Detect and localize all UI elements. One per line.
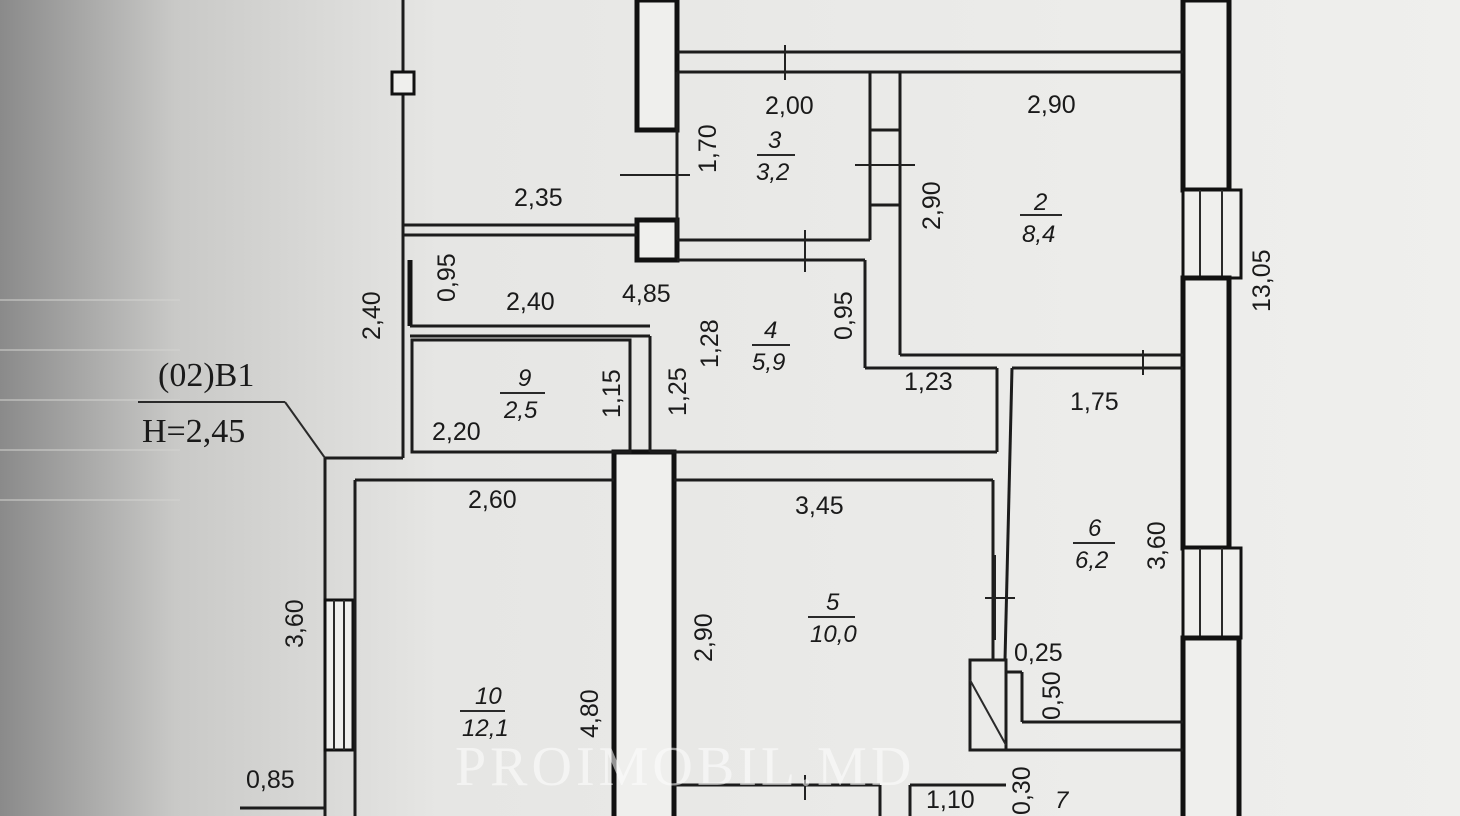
- dim-2-20: 2,20: [432, 418, 481, 446]
- exterior-wall-right-low: [1180, 635, 1242, 816]
- dim-4-80: 4,80: [576, 689, 604, 738]
- room-2-number: 2: [1033, 189, 1047, 216]
- exterior-wall-right: [1180, 0, 1232, 193]
- column-top: [634, 0, 680, 133]
- dim-2-90-top: 2,90: [1027, 91, 1076, 119]
- dim-4-85: 4,85: [622, 280, 671, 308]
- dim-2-40-horiz: 2,40: [506, 288, 555, 316]
- dim-1-25: 1,25: [664, 367, 692, 416]
- window-right-lower: [1181, 546, 1243, 640]
- dim-1-23: 1,23: [904, 368, 953, 396]
- dim-3-45: 3,45: [795, 492, 844, 520]
- room-3-number: 3: [768, 127, 782, 154]
- room-4-number: 4: [764, 317, 777, 344]
- level-code-label: (02)B1: [158, 357, 254, 394]
- exterior-wall-right-mid: [1180, 275, 1232, 551]
- dim-13-05: 13,05: [1248, 249, 1276, 312]
- room-9-outline: [410, 338, 632, 454]
- dim-1-10: 1,10: [926, 786, 975, 814]
- room-10-area: 12,1: [462, 715, 509, 742]
- dim-2-90-vert: 2,90: [918, 181, 946, 230]
- column-bottom: [611, 449, 677, 816]
- dim-2-90-lower: 2,90: [690, 613, 718, 662]
- room-2-area: 8,4: [1022, 221, 1055, 248]
- dim-1-15: 1,15: [598, 369, 626, 418]
- dim-2-00: 2,00: [765, 92, 814, 120]
- room-5-area: 10,0: [810, 621, 857, 648]
- column-mid: [634, 217, 680, 263]
- dim-1-75: 1,75: [1070, 388, 1119, 416]
- room-10-number: 10: [475, 683, 502, 710]
- room-4-area: 5,9: [752, 349, 785, 376]
- dim-1-70: 1,70: [694, 124, 722, 173]
- dim-2-35: 2,35: [514, 184, 563, 212]
- dim-2-40-vert: 2,40: [358, 291, 386, 340]
- dim-1-28: 1,28: [696, 319, 724, 368]
- shaft: [968, 658, 1008, 752]
- room-6-area: 6,2: [1075, 547, 1108, 574]
- dim-0-25: 0,25: [1014, 639, 1063, 667]
- dimension-labels: 2,00 1,70 2,90 2,90 2,35 0,95 4,85 2,40 …: [246, 91, 1276, 815]
- walls: [138, 0, 1243, 816]
- door-marks: [620, 45, 1144, 800]
- dim-0-95-right: 0,95: [830, 291, 858, 340]
- dim-2-60: 2,60: [468, 486, 517, 514]
- dim-0-85: 0,85: [246, 766, 295, 794]
- room-5-number: 5: [826, 589, 840, 616]
- watermark-text: PROIMOBIL.MD: [455, 736, 915, 798]
- room-3-area: 3,2: [756, 159, 789, 186]
- level-height-label: H=2,45: [142, 413, 245, 450]
- window-left: [323, 598, 355, 752]
- dim-3-60-right: 3,60: [1143, 521, 1171, 570]
- room-9-area: 2,5: [503, 397, 538, 424]
- dim-0-95-left: 0,95: [433, 253, 461, 302]
- dim-3-60-left: 3,60: [281, 599, 309, 648]
- vent-box: [390, 70, 416, 96]
- dim-0-30: 0,30: [1008, 766, 1036, 815]
- room-6-number: 6: [1088, 515, 1102, 542]
- room-7-number: 7: [1055, 787, 1070, 814]
- window-right-upper: [1181, 188, 1243, 280]
- room-9-number: 9: [518, 365, 531, 392]
- room-labels: 3 3,2 2 8,4 4 5,9 9 2,5 6 6,2 5 10,0 10 …: [460, 127, 1115, 814]
- dim-0-50: 0,50: [1038, 671, 1066, 720]
- background-table-lines: [0, 299, 180, 501]
